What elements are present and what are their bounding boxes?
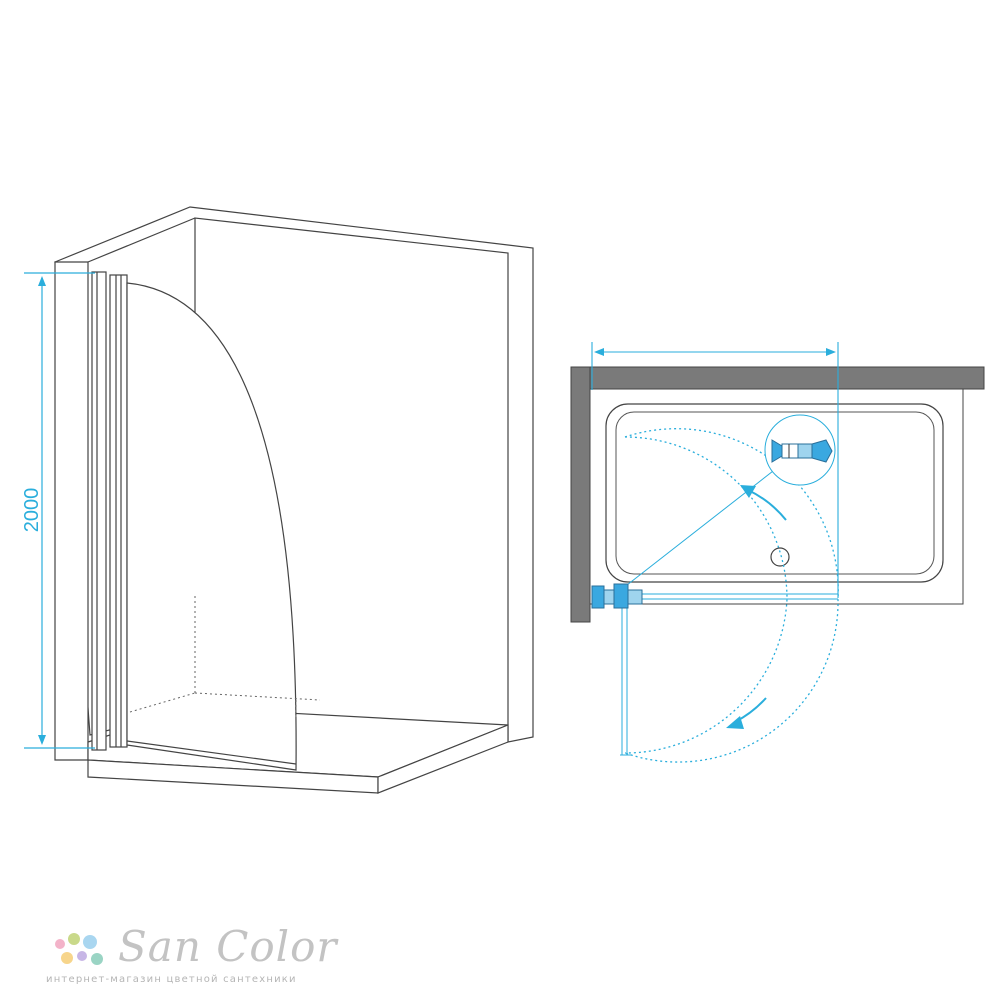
logo-dot — [83, 935, 97, 949]
plan-side-wall — [570, 366, 591, 623]
glass-panel — [126, 282, 297, 771]
plan-back-wall — [570, 366, 985, 390]
logo-tagline: интернет-магазин цветной сантехники — [46, 974, 297, 985]
plan-view — [570, 342, 985, 763]
logo-dots-icon — [55, 933, 103, 965]
perspective-view — [54, 206, 534, 794]
hinge-profile — [109, 274, 128, 748]
plan-hinge — [591, 583, 643, 609]
logo-dot — [61, 952, 73, 964]
drain — [770, 547, 790, 567]
left-wall — [54, 261, 89, 761]
hinge-detail — [771, 439, 833, 463]
rotation-arc — [624, 436, 788, 754]
sancolor-logo: San Color интернет-магазин цветной санте… — [40, 918, 360, 988]
curved-arrow-icon — [740, 485, 787, 521]
logo-brand: San Color — [118, 922, 338, 971]
width-dimension — [591, 342, 839, 598]
logo-dot — [68, 933, 80, 945]
height-dimension — [24, 272, 95, 749]
bath-inner — [605, 403, 944, 583]
curved-arrow-icon — [726, 697, 767, 729]
logo-dot — [55, 939, 65, 949]
diagonal-guide — [626, 449, 801, 586]
logo-dot — [77, 951, 87, 961]
height-label: 2000 — [21, 488, 43, 533]
wall-profile — [91, 271, 107, 751]
logo-dot — [91, 953, 103, 965]
